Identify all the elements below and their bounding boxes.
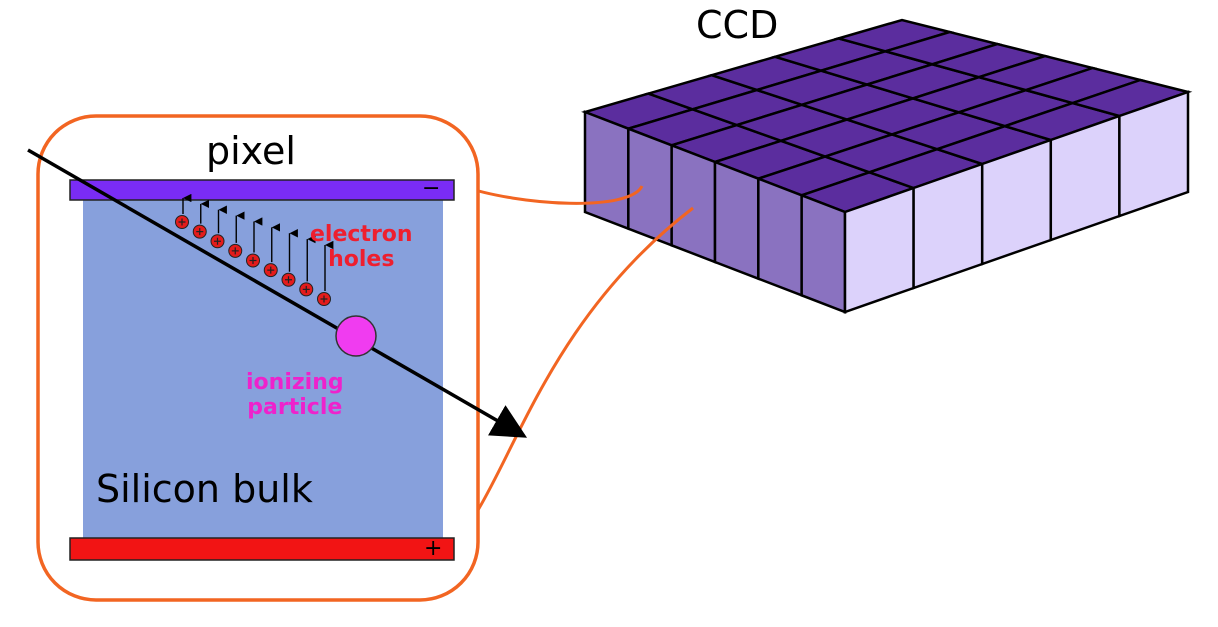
hole-plus-circle-icon bbox=[299, 282, 314, 297]
hole-plus-circle-icon bbox=[281, 272, 296, 287]
hole-plus-circle-icon bbox=[192, 224, 207, 239]
ccd-front-cell bbox=[670, 143, 717, 264]
ccd-front-cell bbox=[757, 176, 803, 298]
ccd-side-cell bbox=[1118, 90, 1190, 218]
ccd-sensor bbox=[581, 18, 1193, 314]
callout-connector-top bbox=[461, 184, 644, 205]
bottom-electrode bbox=[69, 537, 455, 561]
silicon-bulk-label: Silicon bulk bbox=[96, 467, 313, 511]
ccd-front-cell bbox=[627, 126, 673, 248]
minus-sign: − bbox=[422, 176, 441, 201]
top-electrode bbox=[69, 179, 455, 201]
ccd-label: CCD bbox=[696, 3, 779, 47]
hole-plus-circle-icon bbox=[263, 263, 278, 278]
hole-plus-circle-icon bbox=[210, 234, 225, 249]
pixel-label: pixel bbox=[206, 129, 296, 173]
electron-holes-label: electron holes bbox=[310, 222, 413, 273]
hole-plus-circle-icon bbox=[175, 215, 189, 229]
electron-holes-group bbox=[175, 193, 334, 306]
ccd-front-cell bbox=[800, 193, 847, 314]
hole-plus-circle-icon bbox=[228, 243, 243, 258]
hole-plus-circle-icon bbox=[317, 292, 331, 306]
ionizing-particle-label: ionizing particle bbox=[246, 370, 344, 421]
plus-sign: + bbox=[424, 536, 443, 561]
ccd-front-cell bbox=[713, 160, 760, 281]
ionizing-particle-icon bbox=[335, 315, 377, 357]
particle-track-arrow bbox=[27, 148, 528, 438]
hole-plus-circle-icon bbox=[246, 253, 260, 268]
callout-connector-bottom bbox=[476, 206, 694, 511]
silicon-bulk-region bbox=[83, 200, 443, 542]
ccd-front-cell bbox=[583, 110, 630, 231]
